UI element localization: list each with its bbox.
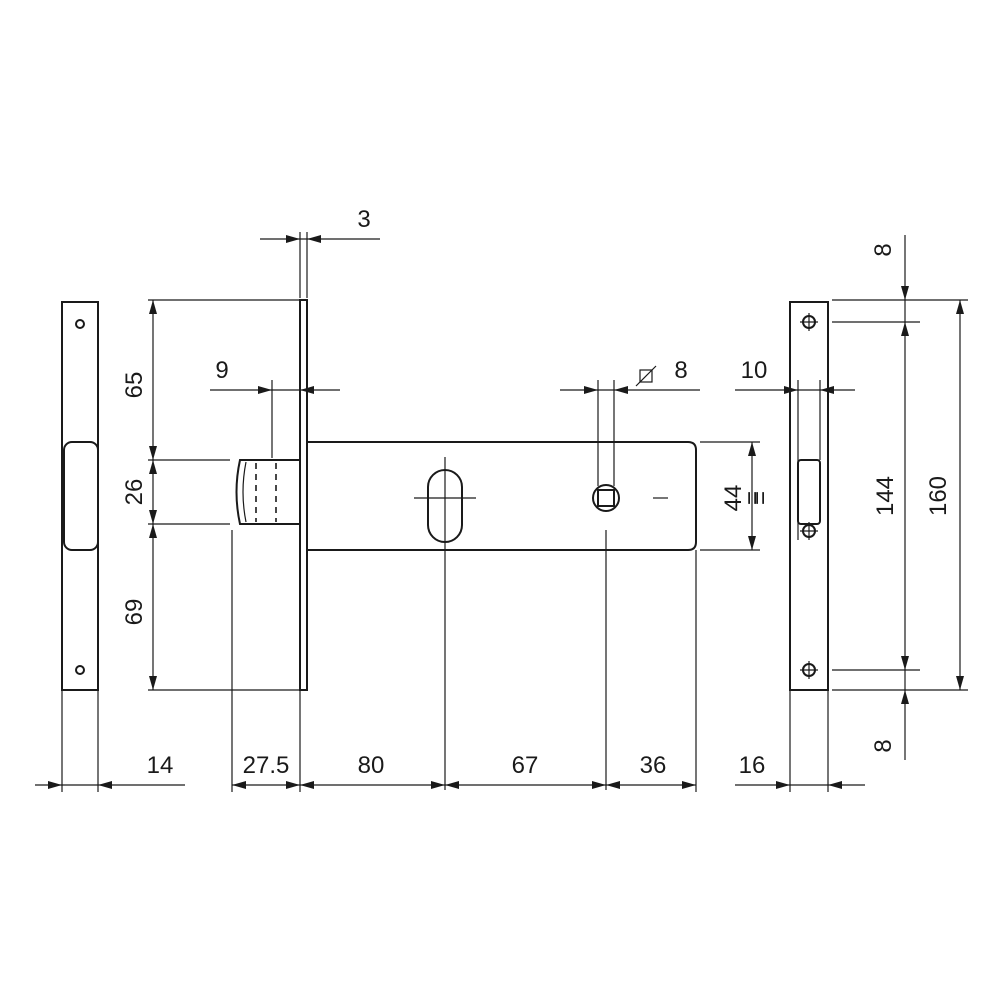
dimension-labels: 3 9 8 10 65 26 69 44 = = 8 144 160 8 14 … <box>121 206 952 779</box>
dim-faceplate-upper: 65 <box>121 372 148 399</box>
dim-case-height: 44 <box>720 485 747 512</box>
latch-bolt <box>235 459 300 525</box>
strike-plate-outline <box>789 301 829 691</box>
strike-screw-hole-bottom <box>800 661 818 679</box>
square-section-icon <box>635 365 657 387</box>
dim-strike-edge-bottom: 8 <box>870 739 897 752</box>
strike-slot <box>797 459 821 525</box>
spindle-hub <box>592 484 620 512</box>
dim-backset: 80 <box>358 752 385 779</box>
faceplate-screw-hole-top <box>75 319 85 329</box>
dim-bolt-offset: 9 <box>215 357 228 384</box>
faceplate-screw-hole-bottom <box>75 665 85 675</box>
dim-strike-screw-spacing: 144 <box>872 476 899 516</box>
dim-case-tail: 36 <box>640 752 667 779</box>
dim-bolt-throw: 27.5 <box>243 752 290 779</box>
equal-symbol: = <box>747 491 774 505</box>
dimension-lines <box>35 235 964 789</box>
strike-screw-hole-top <box>800 313 818 331</box>
dim-bolt-height: 26 <box>121 479 148 506</box>
latch-bolt-curve <box>242 461 247 523</box>
dim-center-distance: 67 <box>512 752 539 779</box>
dim-strike-edge-top: 8 <box>870 243 897 256</box>
dim-strike-length: 160 <box>925 476 952 516</box>
dim-faceplate-lower: 69 <box>121 599 148 626</box>
faceplate-bolt-opening <box>63 441 99 551</box>
strike-plate-view <box>789 301 829 691</box>
faceplate-front-view <box>61 301 99 691</box>
faceplate-outline <box>61 301 99 691</box>
dim-faceplate-thickness: 3 <box>357 206 370 233</box>
faceplate-profile <box>299 299 308 691</box>
dim-strike-width: 16 <box>739 752 766 779</box>
dim-faceplate-width: 14 <box>147 752 174 779</box>
equal-symbol-2: = <box>739 491 766 505</box>
dim-spindle-square: 8 <box>674 357 687 384</box>
lock-case <box>307 441 697 551</box>
dim-strike-slot-width: 10 <box>741 357 768 384</box>
strike-screw-hole-middle <box>800 522 818 540</box>
lock-body-side-view <box>235 299 697 790</box>
extension-lines <box>61 232 968 792</box>
spindle-square-hole <box>597 489 615 507</box>
